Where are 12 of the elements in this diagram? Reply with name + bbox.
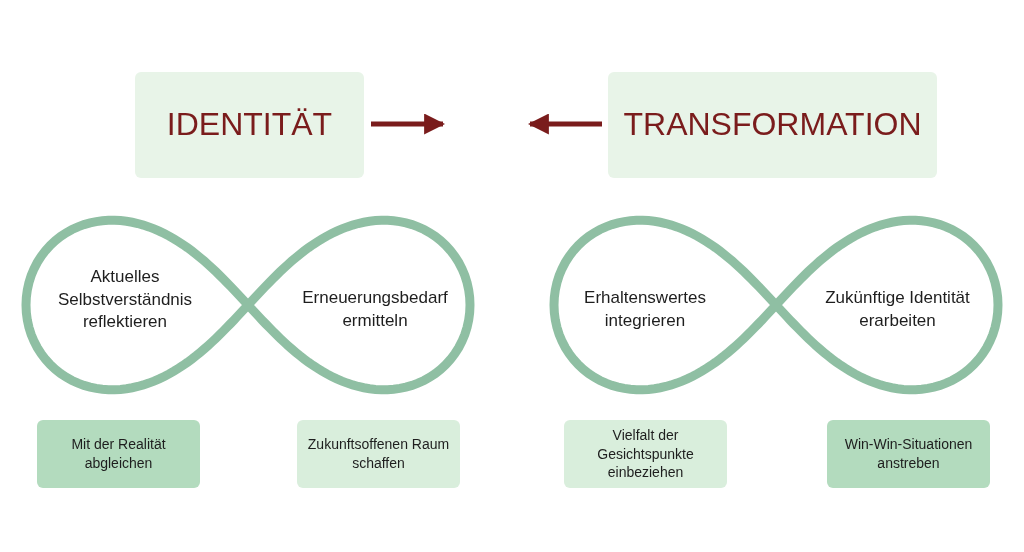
step-box: Win-Win-Situationen anstreben xyxy=(827,420,990,488)
loop-label: Erhaltenswertes integrieren xyxy=(570,280,720,340)
arrow xyxy=(371,113,446,135)
loop-label: Zukünftige Identität erarbeiten xyxy=(805,280,990,340)
arrow xyxy=(527,113,602,135)
step-box: Mit der Realität abgleichen xyxy=(37,420,200,488)
title-box: IDENTITÄT xyxy=(135,72,364,178)
loop-label: Aktuelles Selbstverständnis reflektieren xyxy=(50,260,200,340)
loop-label: Erneuerungsbedarf ermitteln xyxy=(290,280,460,340)
step-box: Vielfalt der Gesichtspunkte einbeziehen xyxy=(564,420,727,488)
step-box: Zukunftsoffenen Raum schaffen xyxy=(297,420,460,488)
title-box: TRANSFORMATION xyxy=(608,72,937,178)
